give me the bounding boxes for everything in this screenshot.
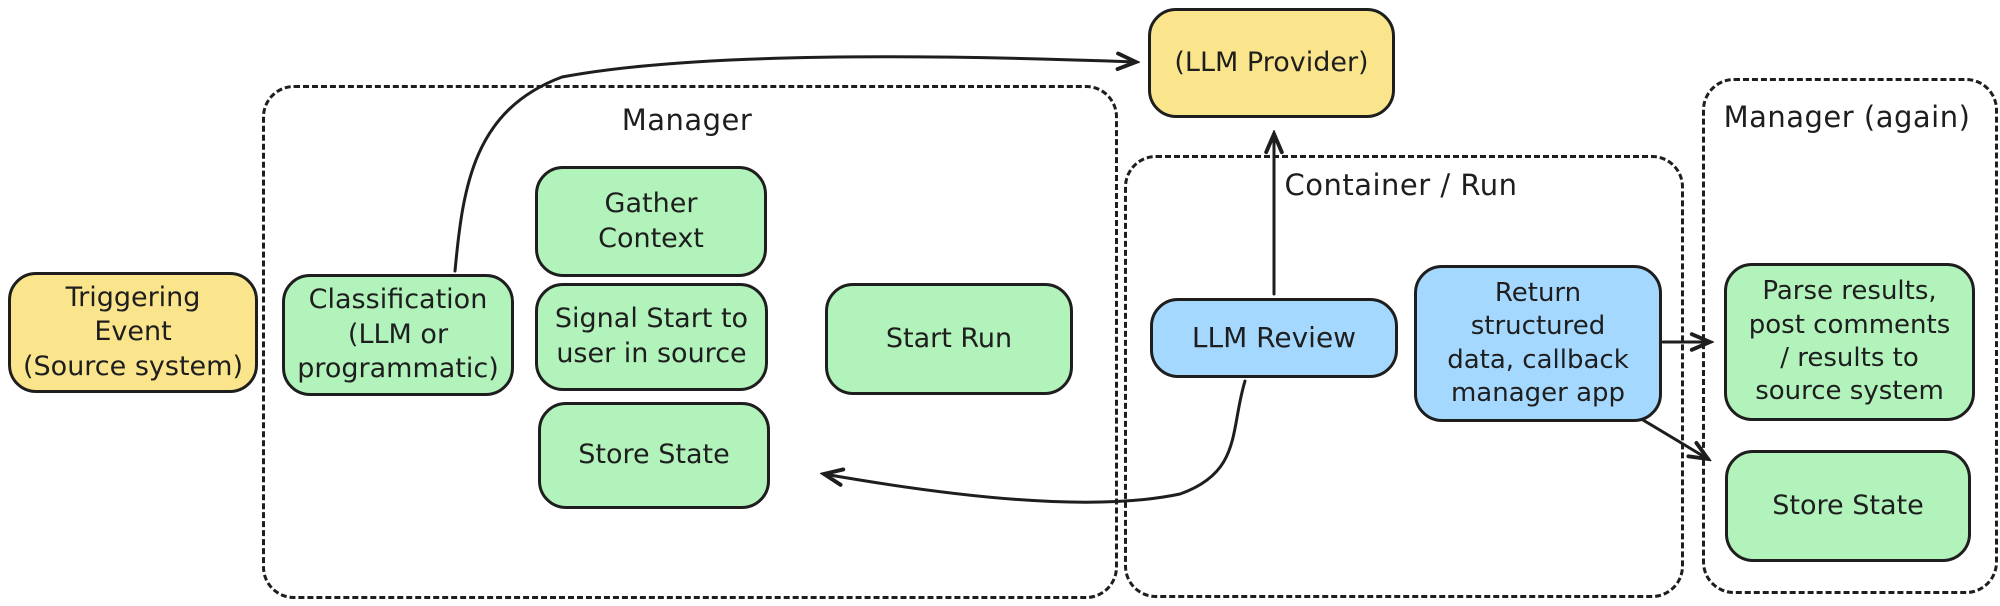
node-start-run: Start Run (825, 283, 1073, 395)
manager-again-label: Manager (again) (1723, 100, 1971, 134)
node-signal-start: Signal Start to user in source (535, 283, 768, 391)
container-run-label: Container / Run (1284, 168, 1518, 202)
container-run-container (1124, 155, 1684, 598)
node-store-state-manager: Store State (538, 402, 770, 509)
node-llm-provider: (LLM Provider) (1148, 8, 1395, 118)
node-parse-results: Parse results, post comments / results t… (1724, 263, 1975, 421)
node-triggering-event: Triggering Event (Source system) (8, 272, 258, 393)
node-gather-context: Gather Context (535, 166, 767, 277)
node-classification: Classification (LLM or programmatic) (282, 274, 514, 396)
node-llm-review: LLM Review (1150, 298, 1398, 378)
manager-container-label: Manager (621, 103, 753, 137)
node-return-structured: Return structured data, callback manager… (1414, 265, 1662, 422)
node-store-state-again: Store State (1725, 450, 1971, 562)
